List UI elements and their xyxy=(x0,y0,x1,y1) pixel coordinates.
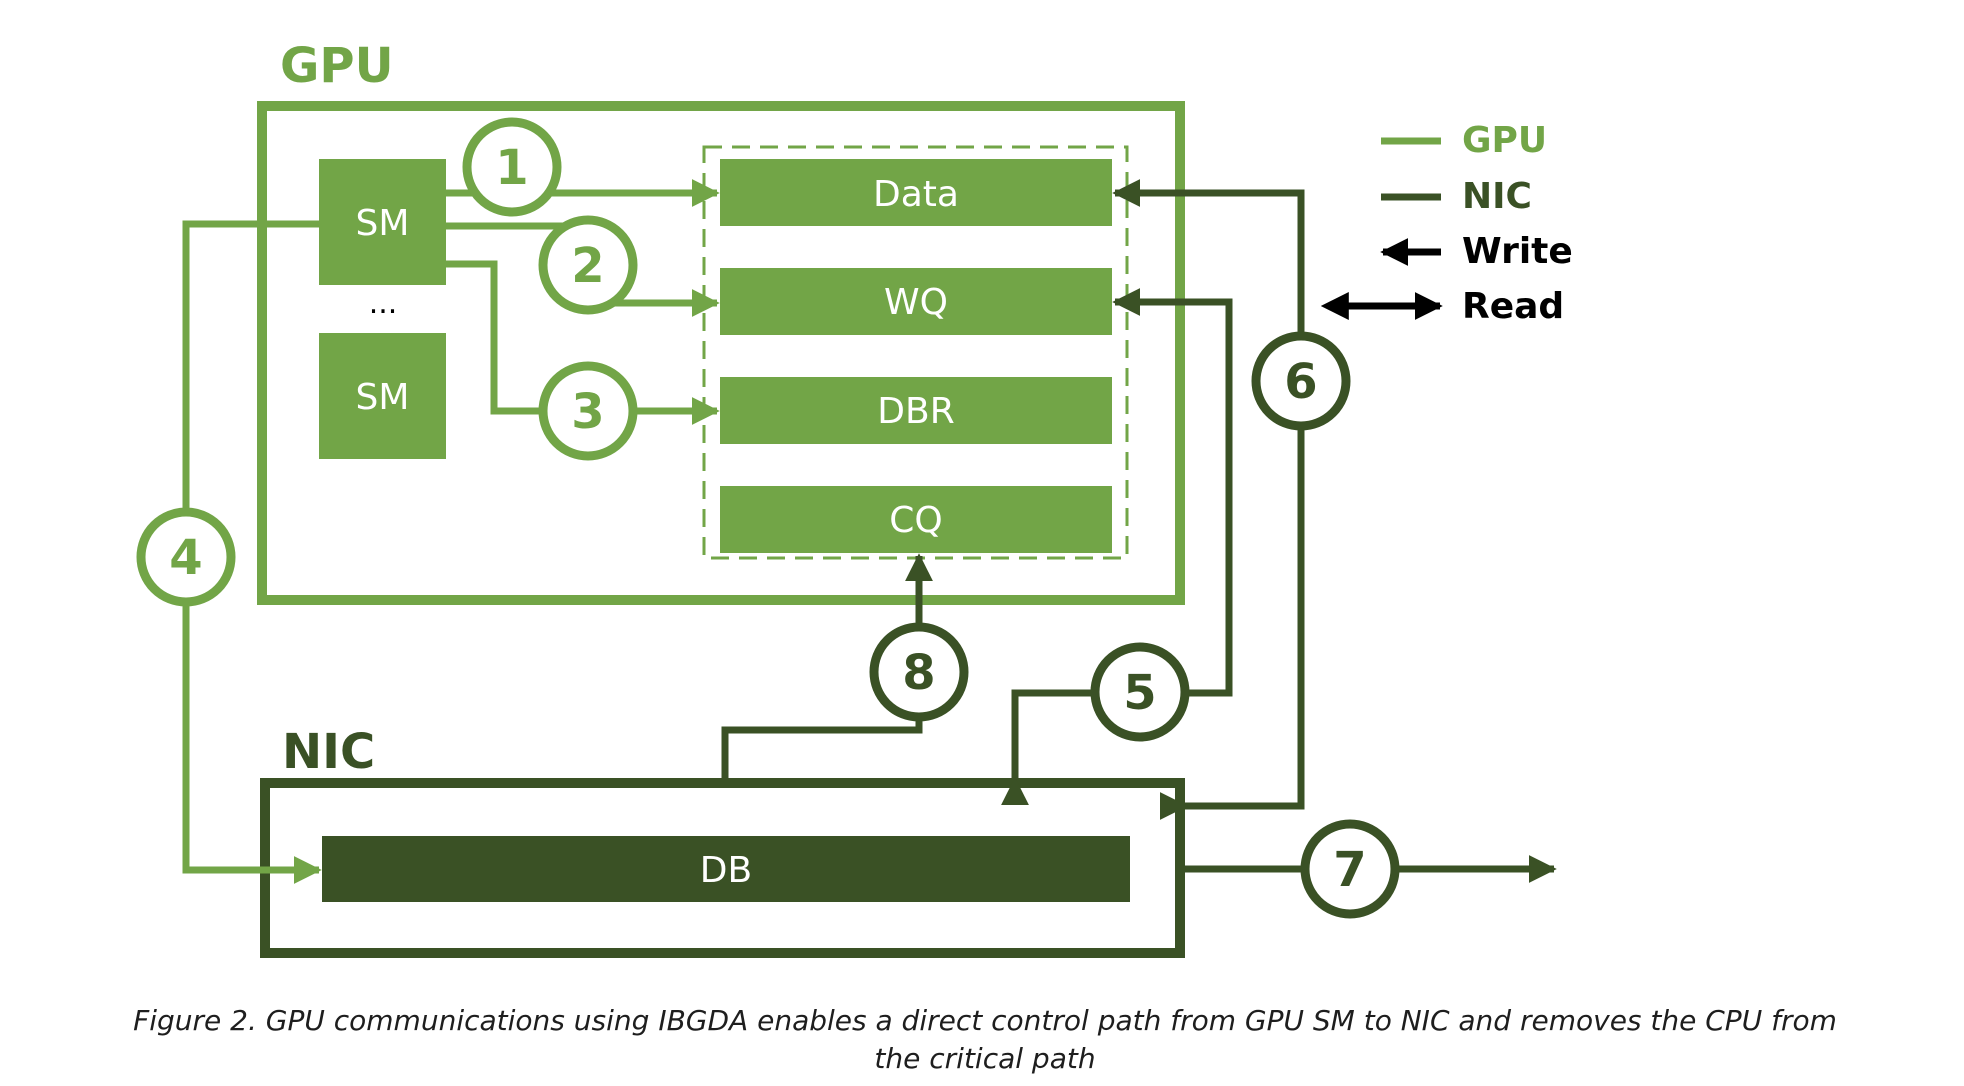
legend-gpu-label: GPU xyxy=(1462,120,1547,161)
gpu-title: GPU xyxy=(280,38,394,94)
figure-caption: Figure 2. GPU communications using IBGDA… xyxy=(133,1004,1837,1075)
legend-nic-label: NIC xyxy=(1462,176,1532,217)
step-1-label: 1 xyxy=(495,140,528,196)
sm-block-top xyxy=(319,159,446,285)
data-block xyxy=(720,159,1112,226)
step-3-label: 3 xyxy=(571,384,604,440)
step-7-label: 7 xyxy=(1333,842,1366,898)
step-5-label: 5 xyxy=(1123,665,1156,721)
db-label: DB xyxy=(700,850,752,891)
step-2-marker: 2 xyxy=(538,215,638,315)
step-4-marker: 4 xyxy=(136,507,236,607)
step-6-label: 6 xyxy=(1284,354,1317,410)
sm-ellipsis: ... xyxy=(369,286,398,321)
step-5-marker: 5 xyxy=(1090,642,1190,742)
cq-label: CQ xyxy=(889,500,942,541)
step-6-marker: 6 xyxy=(1251,331,1351,431)
sm-label-top: SM xyxy=(356,203,410,244)
step-7-marker: 7 xyxy=(1300,819,1400,919)
path-6-nic-to-data xyxy=(1112,179,1305,820)
sm-block-bottom xyxy=(319,333,446,459)
step-2-label: 2 xyxy=(571,238,604,294)
sm-label-bottom: SM xyxy=(356,377,410,418)
wq-label: WQ xyxy=(884,282,948,323)
path-5-nic-to-wq xyxy=(1001,288,1233,806)
nic-title: NIC xyxy=(282,724,375,780)
step-8-marker: 8 xyxy=(869,622,969,722)
legend-read-label: Read xyxy=(1462,286,1564,327)
data-label: Data xyxy=(873,174,959,215)
step-4-label: 4 xyxy=(169,530,202,586)
step-1-marker: 1 xyxy=(462,117,562,217)
dbr-label: DBR xyxy=(877,391,954,432)
step-8-label: 8 xyxy=(902,645,935,701)
legend-write-label: Write xyxy=(1462,231,1573,272)
db-block xyxy=(322,836,1130,902)
step-3-marker: 3 xyxy=(538,361,638,461)
legend: GPU NIC Write Read xyxy=(1320,120,1573,327)
